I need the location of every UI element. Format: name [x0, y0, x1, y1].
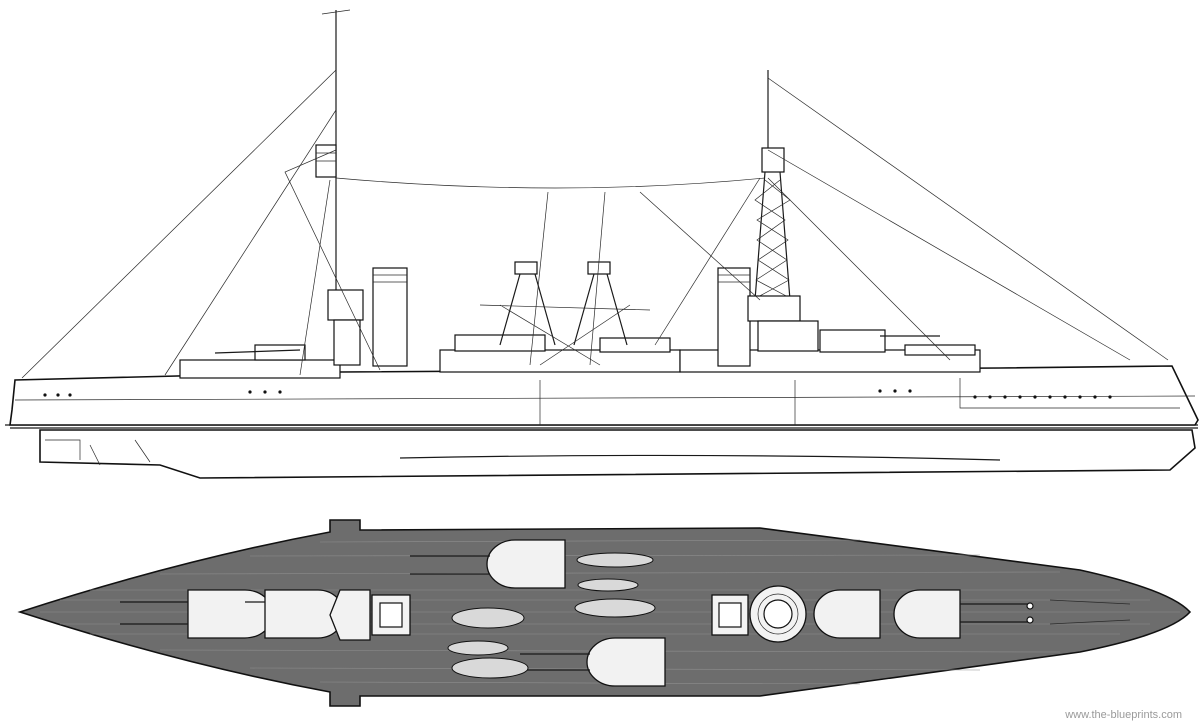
funnels: [372, 267, 751, 367]
rigging: [21, 69, 1169, 379]
portholes: [43, 389, 1112, 399]
profile-view: [5, 9, 1199, 479]
superstructure: [179, 329, 981, 379]
plan-cage-mast: [749, 585, 807, 643]
plan-funnels: [329, 589, 749, 641]
aft-cage-mast: [747, 70, 819, 352]
hull-side: [9, 365, 1199, 426]
plan-view: [17, 519, 1192, 707]
main-turrets: [120, 539, 1030, 687]
watermark-text: www.the-blueprints.com: [1065, 709, 1182, 721]
boat-cranes: [479, 261, 651, 366]
anchor-gear: [1026, 599, 1131, 625]
fore-mast: [315, 9, 364, 366]
plan-boats: [447, 552, 656, 679]
lower-hull: [5, 424, 1198, 479]
